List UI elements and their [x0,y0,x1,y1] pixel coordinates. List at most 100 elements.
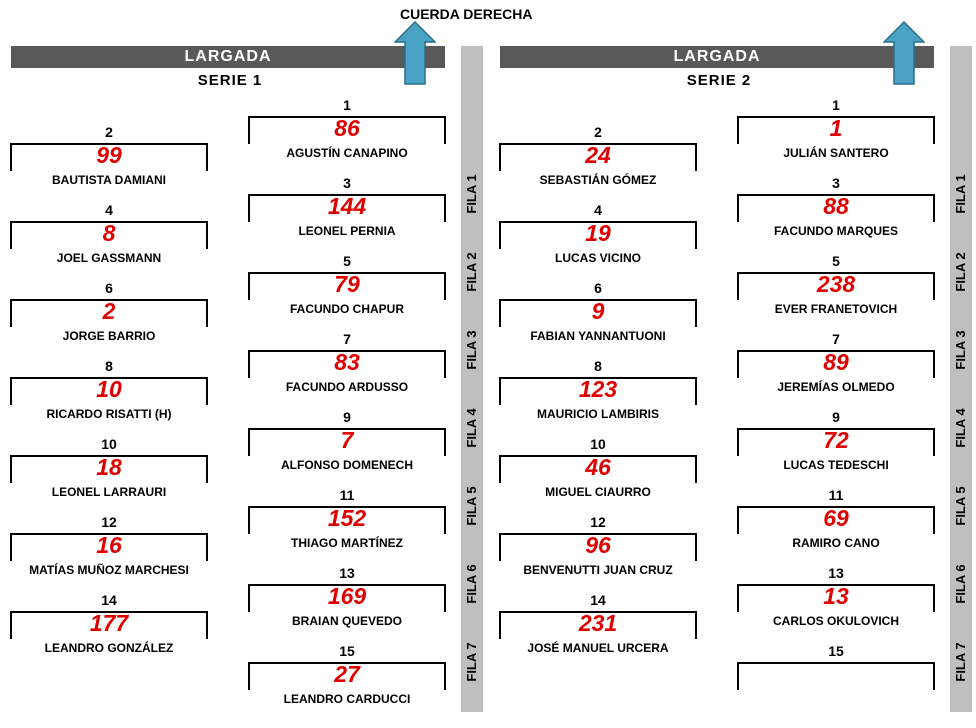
grid-position: 13 [339,565,355,581]
fila-label: FILA 7 [464,642,479,682]
grid-position: 13 [828,565,844,581]
car-number: 13 [823,583,849,609]
grid-box [10,533,208,561]
fila-label: FILA 1 [953,174,968,214]
grid-position: 7 [832,331,840,347]
grid-position: 12 [101,514,117,530]
grid-box [248,428,446,456]
car-number: 8 [102,220,116,246]
fila-label: FILA 3 [953,330,968,370]
grid-position: 4 [105,202,113,218]
car-number: 99 [96,142,122,168]
grid-box [10,221,208,249]
grid-position: 1 [343,97,351,113]
grid-position: 10 [101,436,117,452]
fila-label: FILA 2 [464,252,479,292]
grid-box [737,116,935,144]
driver-name: LEONEL PERNIA [298,224,396,238]
car-number: 10 [96,376,122,402]
driver-name: ALFONSO DOMENECH [281,458,413,472]
driver-name: THIAGO MARTÍNEZ [291,536,403,550]
driver-name: LEONEL LARRAURI [51,485,167,499]
car-number: 46 [585,454,611,480]
driver-name: RAMIRO CANO [792,536,880,550]
grid-box [10,377,208,405]
grid-box [737,350,935,378]
car-number: 169 [327,583,367,609]
grid-box [248,584,446,612]
driver-name: MAURICIO LAMBIRIS [537,407,659,421]
grid-box [10,611,208,639]
serie-title: SERIE 1 [197,72,263,89]
cuerda-derecha-label: CUERDA DERECHA [400,6,533,22]
grid-position: 2 [594,124,602,140]
largada-banner: LARGADA [500,46,934,68]
grid-box [499,533,697,561]
driver-name: LUCAS VICINO [554,251,641,265]
grid-box [737,272,935,300]
driver-name: JEREMÍAS OLMEDO [777,380,895,394]
car-number: 79 [334,271,360,297]
driver-name: CARLOS OKULOVICH [773,614,899,628]
fila-label: FILA 7 [953,642,968,682]
grid-position: 10 [590,436,606,452]
driver-name: RICARDO RISATTI (H) [46,407,172,421]
driver-name: MIGUEL CIAURRO [545,485,651,499]
car-number: 27 [334,661,360,687]
grid-box [499,611,697,639]
grid-position: 15 [339,643,355,659]
driver-name: BRAIAN QUEVEDO [291,614,402,628]
fila-label: FILA 5 [953,486,968,526]
car-number: 123 [578,376,618,402]
car-number: 7 [340,427,354,453]
car-number: 72 [823,427,849,453]
driver-name: LEANDRO CARDUCCI [283,692,411,706]
serie-title: SERIE 2 [686,72,752,89]
fila-label: FILA 2 [953,252,968,292]
grid-box [10,455,208,483]
grid-position: 7 [343,331,351,347]
grid-box [737,584,935,612]
grid-position: 8 [594,358,602,374]
grid-box [499,299,697,327]
grid-position: 5 [832,253,840,269]
grid-position: 8 [105,358,113,374]
car-number: 24 [585,142,611,168]
car-number: 88 [823,193,849,219]
driver-name: LEANDRO GONZÁLEZ [44,641,174,655]
driver-name: JOSÉ MANUEL URCERA [527,641,669,655]
grid-box [499,143,697,171]
car-number: 69 [823,505,849,531]
grid-box [248,662,446,690]
grid-box [737,194,935,222]
car-number: 83 [334,349,360,375]
driver-name: EVER FRANETOVICH [774,302,898,316]
grid-position: 14 [590,592,606,608]
car-number: 2 [102,298,116,324]
car-number: 238 [816,271,856,297]
grid-box [248,272,446,300]
